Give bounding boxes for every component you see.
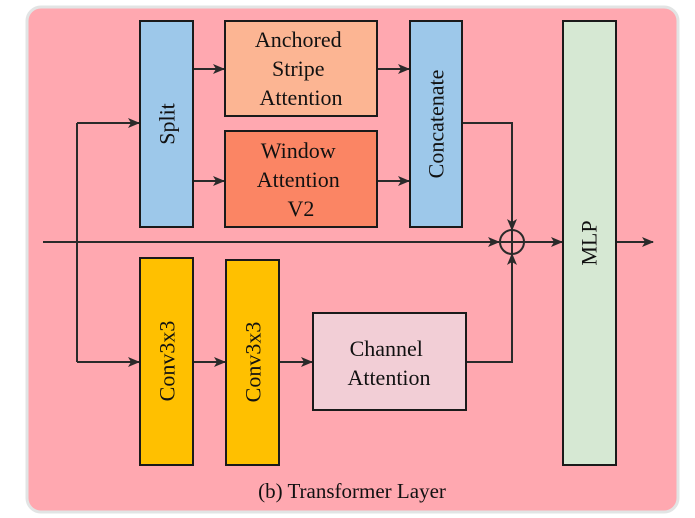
channel-attention-box xyxy=(312,312,467,411)
anchored-line-2: Stripe xyxy=(272,56,325,81)
conv3x3-label-2: Conv3x3 xyxy=(241,322,266,403)
anchored-stripe-attention-box xyxy=(224,20,378,117)
channel-attention-block: Channel Attention xyxy=(312,312,467,411)
anchored-stripe-attention-block: Anchored Stripe Attention xyxy=(224,20,378,117)
add-operator xyxy=(499,229,525,255)
diagram-caption: (b) Transformer Layer xyxy=(258,479,446,503)
mlp-block: MLP xyxy=(562,20,617,466)
window-line-3: V2 xyxy=(288,196,315,221)
window-attention-v2-box xyxy=(224,130,378,228)
anchored-line-3: Attention xyxy=(259,85,342,110)
anchored-stripe-attention-label: Anchored Stripe Attention xyxy=(255,27,347,110)
channel-attention-label: Channel Attention xyxy=(347,336,430,390)
window-attention-v2-label: Window Attention V2 xyxy=(257,138,346,221)
channel-line-1: Channel xyxy=(350,336,423,361)
conv3x3-block-2: Conv3x3 xyxy=(225,259,280,466)
anchored-line-1: Anchored xyxy=(255,27,342,52)
concatenate-box xyxy=(409,20,463,228)
window-line-2: Attention xyxy=(257,167,340,192)
arrow-channel-to-add xyxy=(466,253,517,363)
conv3x3-box-2 xyxy=(225,259,280,466)
concatenate-label: Concatenate xyxy=(424,70,449,179)
split-box xyxy=(139,20,194,228)
mlp-label: MLP xyxy=(577,220,602,265)
connectors xyxy=(43,64,654,367)
window-line-1: Window xyxy=(261,138,336,163)
window-attention-v2-block: Window Attention V2 xyxy=(224,130,378,228)
concatenate-block: Concatenate xyxy=(409,20,463,228)
mlp-box xyxy=(562,20,617,466)
split-block: Split xyxy=(139,20,194,228)
channel-line-2: Attention xyxy=(347,365,430,390)
arrow-concat-to-add xyxy=(462,122,517,231)
split-label: Split xyxy=(155,103,180,145)
conv3x3-label-1: Conv3x3 xyxy=(155,321,180,402)
conv3x3-block-1: Conv3x3 xyxy=(139,257,194,466)
conv3x3-box-1 xyxy=(139,257,194,466)
